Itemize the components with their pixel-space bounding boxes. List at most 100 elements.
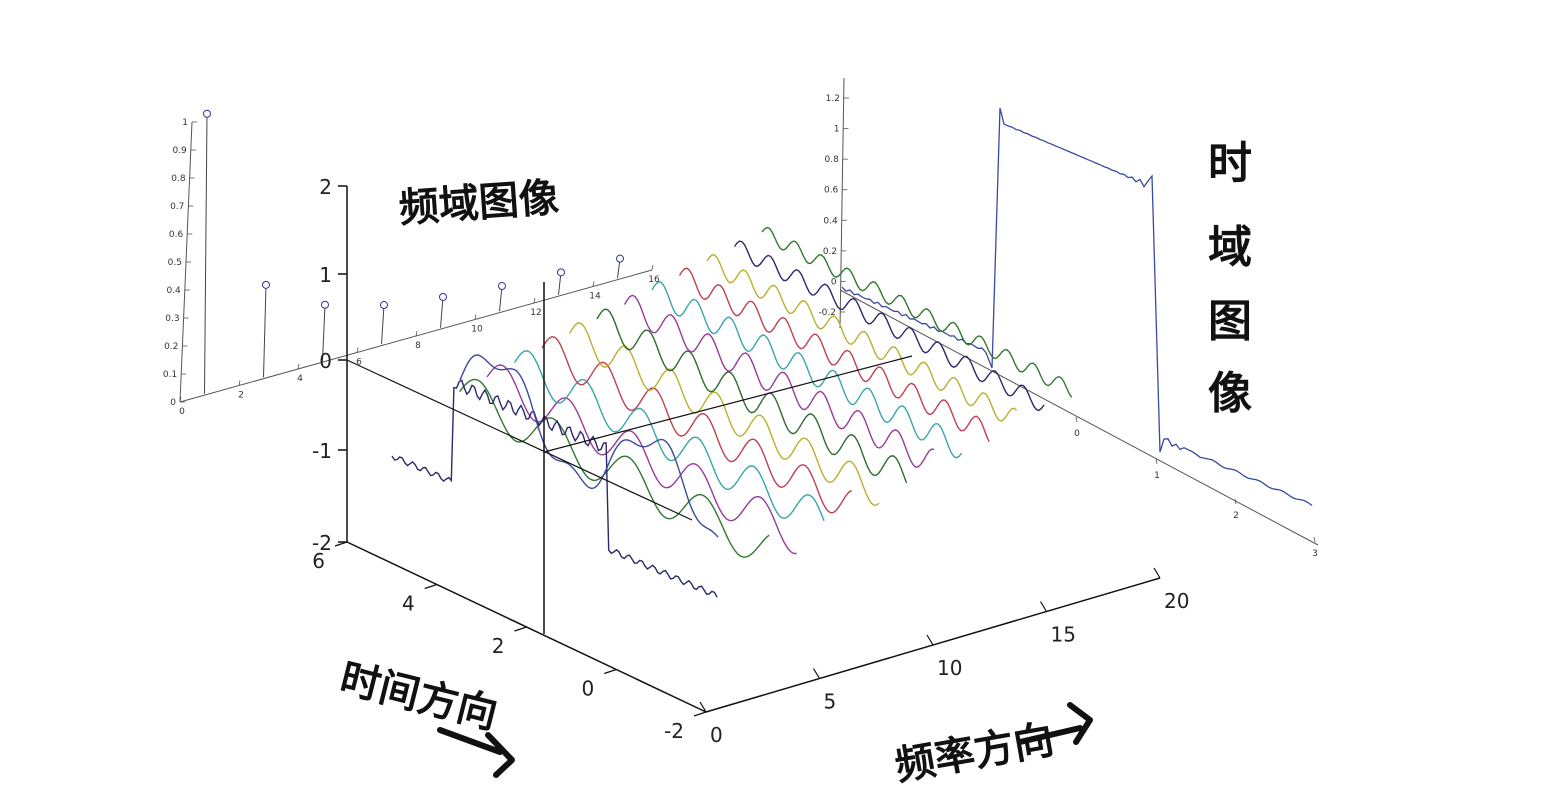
freq-direction-arrow (1017, 702, 1093, 745)
freq-tick-label: 0 (710, 723, 723, 747)
stem-x-tick-label: 16 (648, 275, 660, 285)
stem-y-tick-label: 0.2 (164, 342, 178, 352)
time-x-tick-label: 1 (1154, 471, 1160, 481)
time-image-char-1: 时 (1208, 138, 1252, 189)
stem-x-tick-mark (592, 281, 595, 287)
stem-x-tick-mark (179, 396, 182, 403)
time-x-tick-mark (1234, 498, 1237, 505)
stem-plot: 10.90.80.70.60.50.40.30.20.10 0246810121… (163, 109, 660, 417)
stem-x-tick-mark (474, 314, 477, 320)
time-plot-y-axis (839, 77, 845, 329)
freq-tick-label: 20 (1164, 589, 1189, 613)
stem-x-tick-mark (356, 347, 359, 353)
freq-tick-label: 15 (1051, 623, 1076, 647)
time-y-tick-label: 0.2 (823, 247, 837, 257)
stem-y-tick-label: 0.8 (171, 174, 186, 184)
time-tick-mark (604, 668, 617, 675)
time-y-tick-label: -0.2 (818, 308, 836, 318)
stem-x-tick-label: 2 (238, 391, 244, 401)
time-image-char-3: 图 (1208, 296, 1252, 347)
harmonic-curve (513, 350, 825, 522)
time-tick-label: -2 (664, 719, 684, 743)
stem-marker (262, 280, 270, 289)
stem-y-tick-label: 0.9 (172, 146, 187, 156)
harmonic-curve (596, 308, 908, 484)
time-tick-label: 6 (312, 549, 325, 573)
stem-x-tick-label: 0 (179, 407, 185, 417)
freq-tick-mark (1153, 567, 1161, 579)
harmonic-curve (623, 294, 935, 468)
harmonic-curve (706, 254, 1018, 422)
stem-x-tick-mark (415, 330, 418, 337)
partial-sum-curve-front (391, 379, 718, 598)
time-image-label: 时 域 图 像 (1208, 138, 1252, 419)
freq-direction-text: 频率方向 (892, 717, 1058, 790)
harmonic-curve (458, 378, 770, 558)
freq-tick-mark (1039, 601, 1048, 612)
harmonic-curve (761, 226, 1073, 398)
time-y-tick-label: 0.8 (825, 155, 840, 165)
freq-tick-label: 10 (937, 656, 962, 680)
time-y-tick-label: 1 (834, 125, 840, 135)
time-y-tick-label: 1.2 (826, 94, 840, 104)
stem-x-tick-mark (533, 297, 536, 304)
time-y-tick-label: 0.6 (824, 186, 839, 196)
time-x-tick-mark (1075, 416, 1078, 423)
time-image-char-2: 域 (1208, 222, 1252, 273)
time-plot-x-axis (839, 289, 1319, 546)
harmonic-curves (391, 226, 1073, 598)
time-tick-mark (514, 626, 527, 632)
time-x-tick-mark (1313, 536, 1316, 543)
time-x-tick-label: 3 (1312, 549, 1318, 559)
stem-marker (203, 109, 211, 118)
time-direction-text: 时间方向 (336, 655, 502, 738)
time-image-char-4: 像 (1208, 368, 1252, 419)
zero-plane-line-1 (346, 359, 693, 521)
freq-tick-mark (812, 668, 821, 679)
time-tick-mark (424, 583, 437, 590)
square-wave-curve (841, 107, 1313, 507)
stem-y-tick-label: 0.3 (165, 314, 179, 324)
z-tick-label: 2 (319, 175, 332, 199)
stem-x-tick-mark (297, 363, 300, 370)
stem-y-tick-label: 0.1 (163, 370, 177, 380)
stem-line (381, 305, 385, 345)
partial-sum-curve-back (459, 354, 719, 538)
stem-x-tick-label: 8 (415, 341, 421, 351)
stem-line (204, 113, 208, 394)
z-tick-label: -1 (312, 439, 332, 463)
zero-plane-line-2 (543, 355, 913, 453)
harmonic-curve (678, 267, 990, 443)
stem-x-tick-label: 4 (297, 374, 303, 384)
stem-line (440, 296, 444, 328)
stem-x-tick-label: 10 (471, 325, 483, 335)
stem-marker (557, 268, 565, 277)
time-x-tick-label: 2 (1233, 511, 1239, 521)
stem-marker (321, 300, 329, 309)
harmonic-curve (486, 364, 797, 555)
stem-y-tick-label: 0.4 (166, 286, 181, 296)
stem-marker (616, 254, 624, 263)
freq-tick-mark (699, 701, 707, 713)
time-tick-mark (334, 541, 348, 547)
z-tick-label: -2 (312, 531, 332, 555)
stem-line (499, 286, 503, 312)
harmonic-curve (541, 335, 852, 514)
time-tick-label: 2 (492, 634, 505, 658)
time-y-tick-label: 0 (831, 277, 837, 287)
stem-x-tick-label: 6 (356, 358, 362, 368)
stem-line (322, 304, 326, 361)
stem-marker (439, 292, 447, 301)
stem-x-tick-label: 14 (589, 292, 601, 302)
time-x-tick-mark (1155, 458, 1158, 465)
stem-y-tick-label: 0.6 (169, 230, 184, 240)
harmonic-curve (733, 240, 1045, 412)
freq-tick-mark (926, 634, 934, 646)
time-direction-label: 时间方向 (336, 655, 515, 778)
stem-y-tick-label: 0.5 (168, 258, 182, 268)
stem-y-tick-label: 0.7 (170, 202, 184, 212)
stem-x-tick-label: 12 (530, 308, 541, 318)
stem-marker (498, 282, 506, 291)
